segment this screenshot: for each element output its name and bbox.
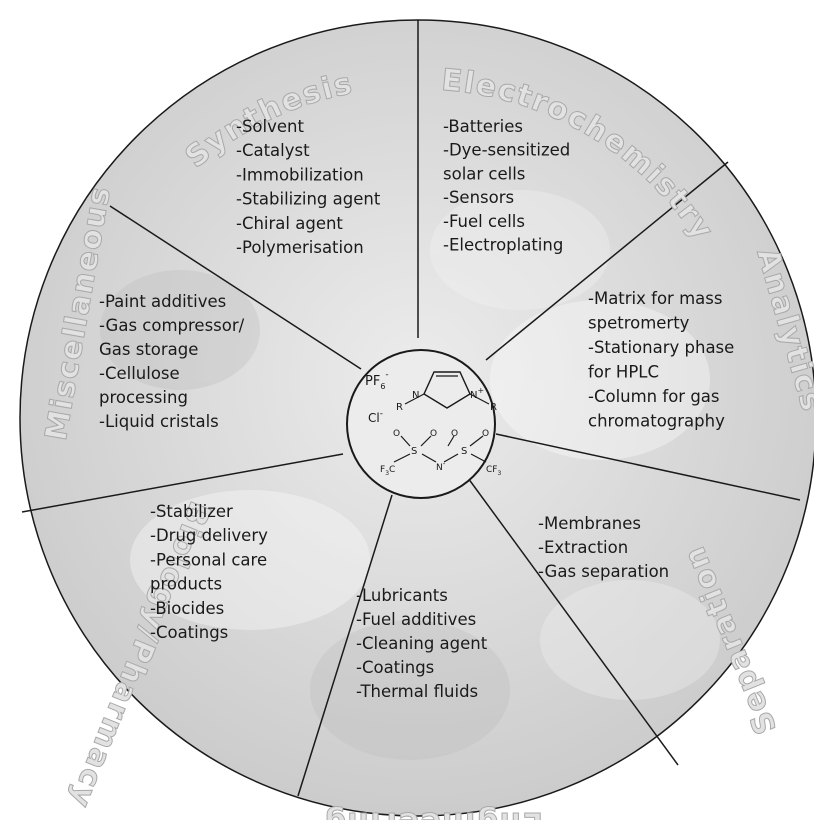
list-item: -Chiral agent [236,214,343,233]
list-item: -Personal care [150,550,267,569]
o1: O [393,429,400,439]
list-item: chromatography [588,412,725,431]
list-item: -Immobilization [236,165,364,184]
list-item: -Extraction [538,538,628,557]
list-item: Gas storage [99,340,198,359]
list-item: -Solvent [236,117,304,136]
list-item: -Polymerisation [236,238,364,257]
list-item: -Lubricants [356,586,448,605]
list-item: for HPLC [588,363,659,382]
list-item: -Fuel additives [356,610,476,629]
n-left: N [412,390,419,401]
s-right: S [461,446,467,457]
list-item: -Paint additives [99,292,226,311]
list-item: solar cells [443,164,525,183]
list-item: -Thermal fluids [356,682,478,701]
n-right: N+ [470,386,484,401]
list-item: -Column for gas [588,387,720,406]
o4: O [482,429,489,439]
cf3-left: F3C [380,465,395,477]
list-item: -Stabilizing agent [236,190,381,209]
list-item: -Batteries [443,117,523,136]
list-item: -Cleaning agent [356,634,488,653]
list-item: -Liquid cristals [99,412,219,431]
o2: O [430,429,437,439]
list-item: processing [99,388,188,407]
list-item: -Stabilizer [150,502,233,521]
list-item: products [150,575,222,594]
o3: O [451,429,458,439]
list-item: -Gas separation [538,562,669,581]
items-biology: -Stabilizer -Drug delivery -Personal care p… [150,502,268,642]
r-left: R [396,402,403,413]
r-right: R [490,402,497,413]
list-item: -Dye-sensitized [443,141,570,160]
pf6-anion: PF6- [365,370,389,391]
items-separation: -Membranes -Extraction -Gas separation [538,514,669,581]
items-synthesis: -Solvent -Catalyst -Immobilization -Stabili… [236,117,381,257]
list-item: -Gas compressor/ [99,316,245,335]
n-center: N- [436,460,446,473]
list-item: -Cellulose [99,364,180,383]
list-item: -Stationary phase [588,338,734,357]
items-misc: -Paint additives -Gas compressor/Gas stor… [99,292,245,431]
list-item: -Matrix for mass [588,289,722,308]
cf3-right: CF3 [486,465,501,477]
chloride: Cl- [368,409,383,425]
center-chemistry: PF6- N N+ R R Cl- O O O O S S N- F3C CF3 [346,349,501,499]
center-circle [346,349,496,499]
list-item: -Electroplating [443,236,563,255]
list-item: spetromerty [588,314,690,333]
list-item: -Drug delivery [150,526,268,545]
list-item: -Fuel cells [443,212,525,231]
label-engineering: Engineering [323,805,543,820]
items-engineering: -Lubricants -Fuel additives -Cleaning agen… [356,586,488,701]
segment-items: -Solvent -Catalyst -Immobilization -Stabili… [99,117,734,701]
background-texture [100,190,720,760]
items-electrochemistry: -Batteries -Dye-sensitized solar cells -Sen… [443,117,570,255]
s-left: S [411,446,417,457]
list-item: -Sensors [443,188,514,207]
list-item: -Catalyst [236,141,310,160]
list-item: -Coatings [356,658,434,677]
list-item: -Coatings [150,623,228,642]
items-analytics: -Matrix for mass spetromerty -Stationary p… [588,289,734,431]
segment-dividers [21,20,801,797]
list-item: -Membranes [538,514,641,533]
list-item: -Biocides [150,599,224,618]
imidazolium-ring [423,371,471,409]
